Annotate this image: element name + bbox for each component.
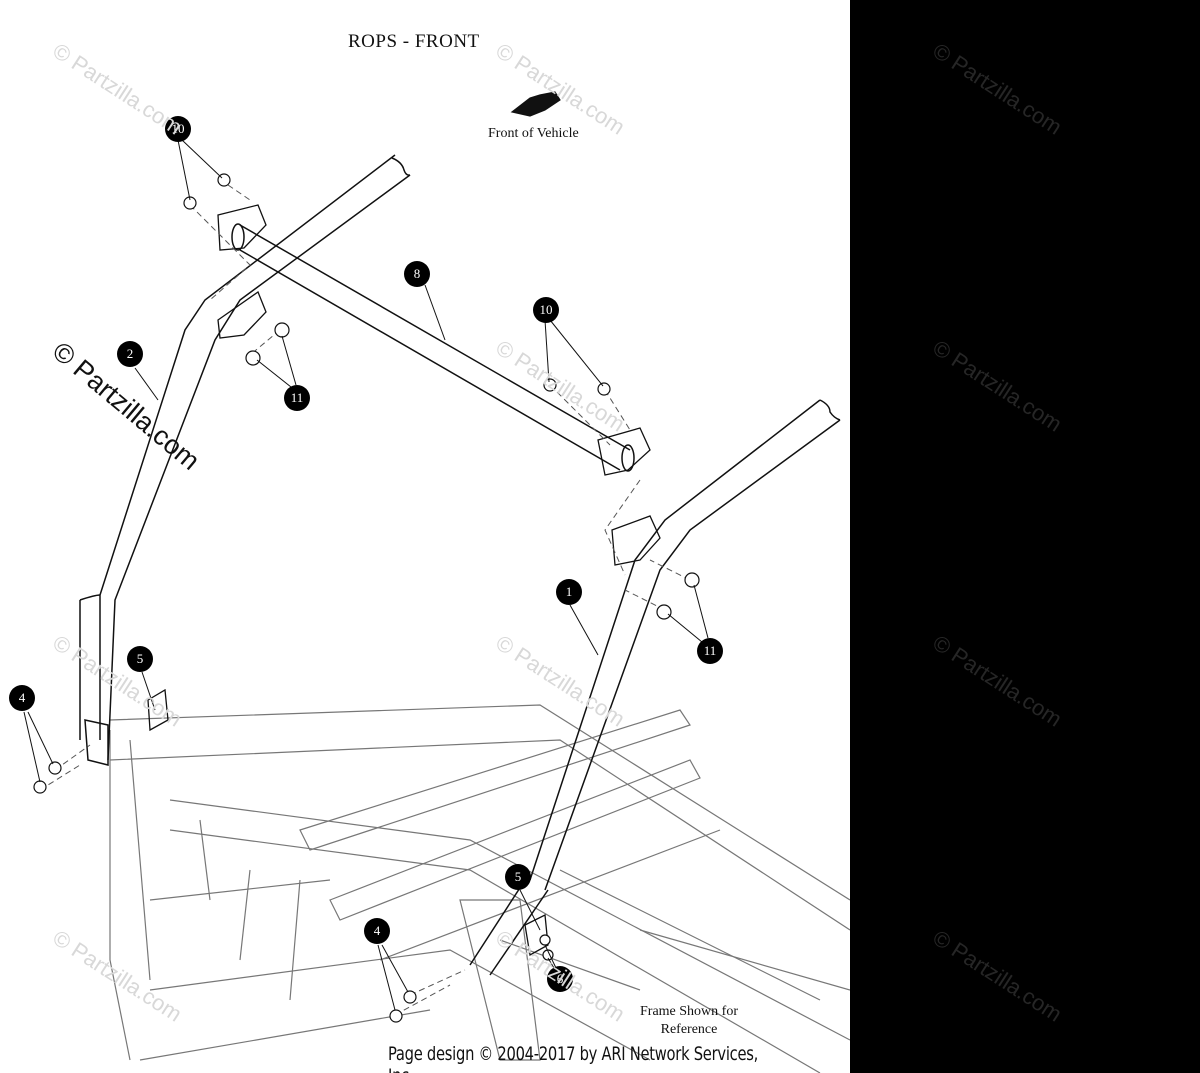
cross-tube [231, 223, 635, 472]
callout-11-right[interactable]: 11 [697, 638, 723, 664]
diagram-canvas: ROPS - FRONT Front of Vehicle Frame Show… [0, 0, 850, 1073]
watermark: © Partzilla.com [928, 630, 1067, 732]
callout-10-top-left[interactable]: 10 [165, 116, 191, 142]
clamps [147, 204, 661, 957]
callout-4-left[interactable]: 4 [9, 685, 35, 711]
front-arrow-icon [510, 91, 561, 117]
callout-8[interactable]: 8 [404, 261, 430, 287]
callout-6[interactable]: 6 [547, 966, 573, 992]
watermark: © Partzilla.com [928, 38, 1067, 140]
callout-5-left[interactable]: 5 [127, 646, 153, 672]
callout-1[interactable]: 1 [556, 579, 582, 605]
right-rops-tube [469, 399, 841, 976]
diagram-title: ROPS - FRONT [348, 31, 480, 52]
assembly-lines [39, 184, 691, 1016]
watermark: © Partzilla.com [928, 925, 1067, 1027]
reference-note: Frame Shown for Reference [626, 1003, 752, 1039]
rops-drawing [23, 91, 850, 1073]
fasteners [33, 173, 700, 1023]
callout-10-center[interactable]: 10 [533, 297, 559, 323]
callout-11-left[interactable]: 11 [284, 385, 310, 411]
reference-note-line-2: Reference [660, 1022, 718, 1037]
front-of-vehicle-label: Front of Vehicle [488, 126, 579, 141]
leader-lines [23, 139, 709, 1011]
page-footer: Page design © 2004-2017 by ARI Network S… [388, 1043, 759, 1073]
callout-2[interactable]: 2 [117, 341, 143, 367]
watermark: © Partzilla.com [928, 335, 1067, 437]
left-rops-tube [79, 154, 411, 766]
callout-5-right[interactable]: 5 [505, 864, 531, 890]
vehicle-frame [109, 704, 850, 1073]
callout-4-right[interactable]: 4 [364, 918, 390, 944]
side-panel: © Partzilla.com © Partzilla.com © Partzi… [850, 0, 1200, 1073]
reference-note-line-1: Frame Shown for [640, 1004, 738, 1019]
